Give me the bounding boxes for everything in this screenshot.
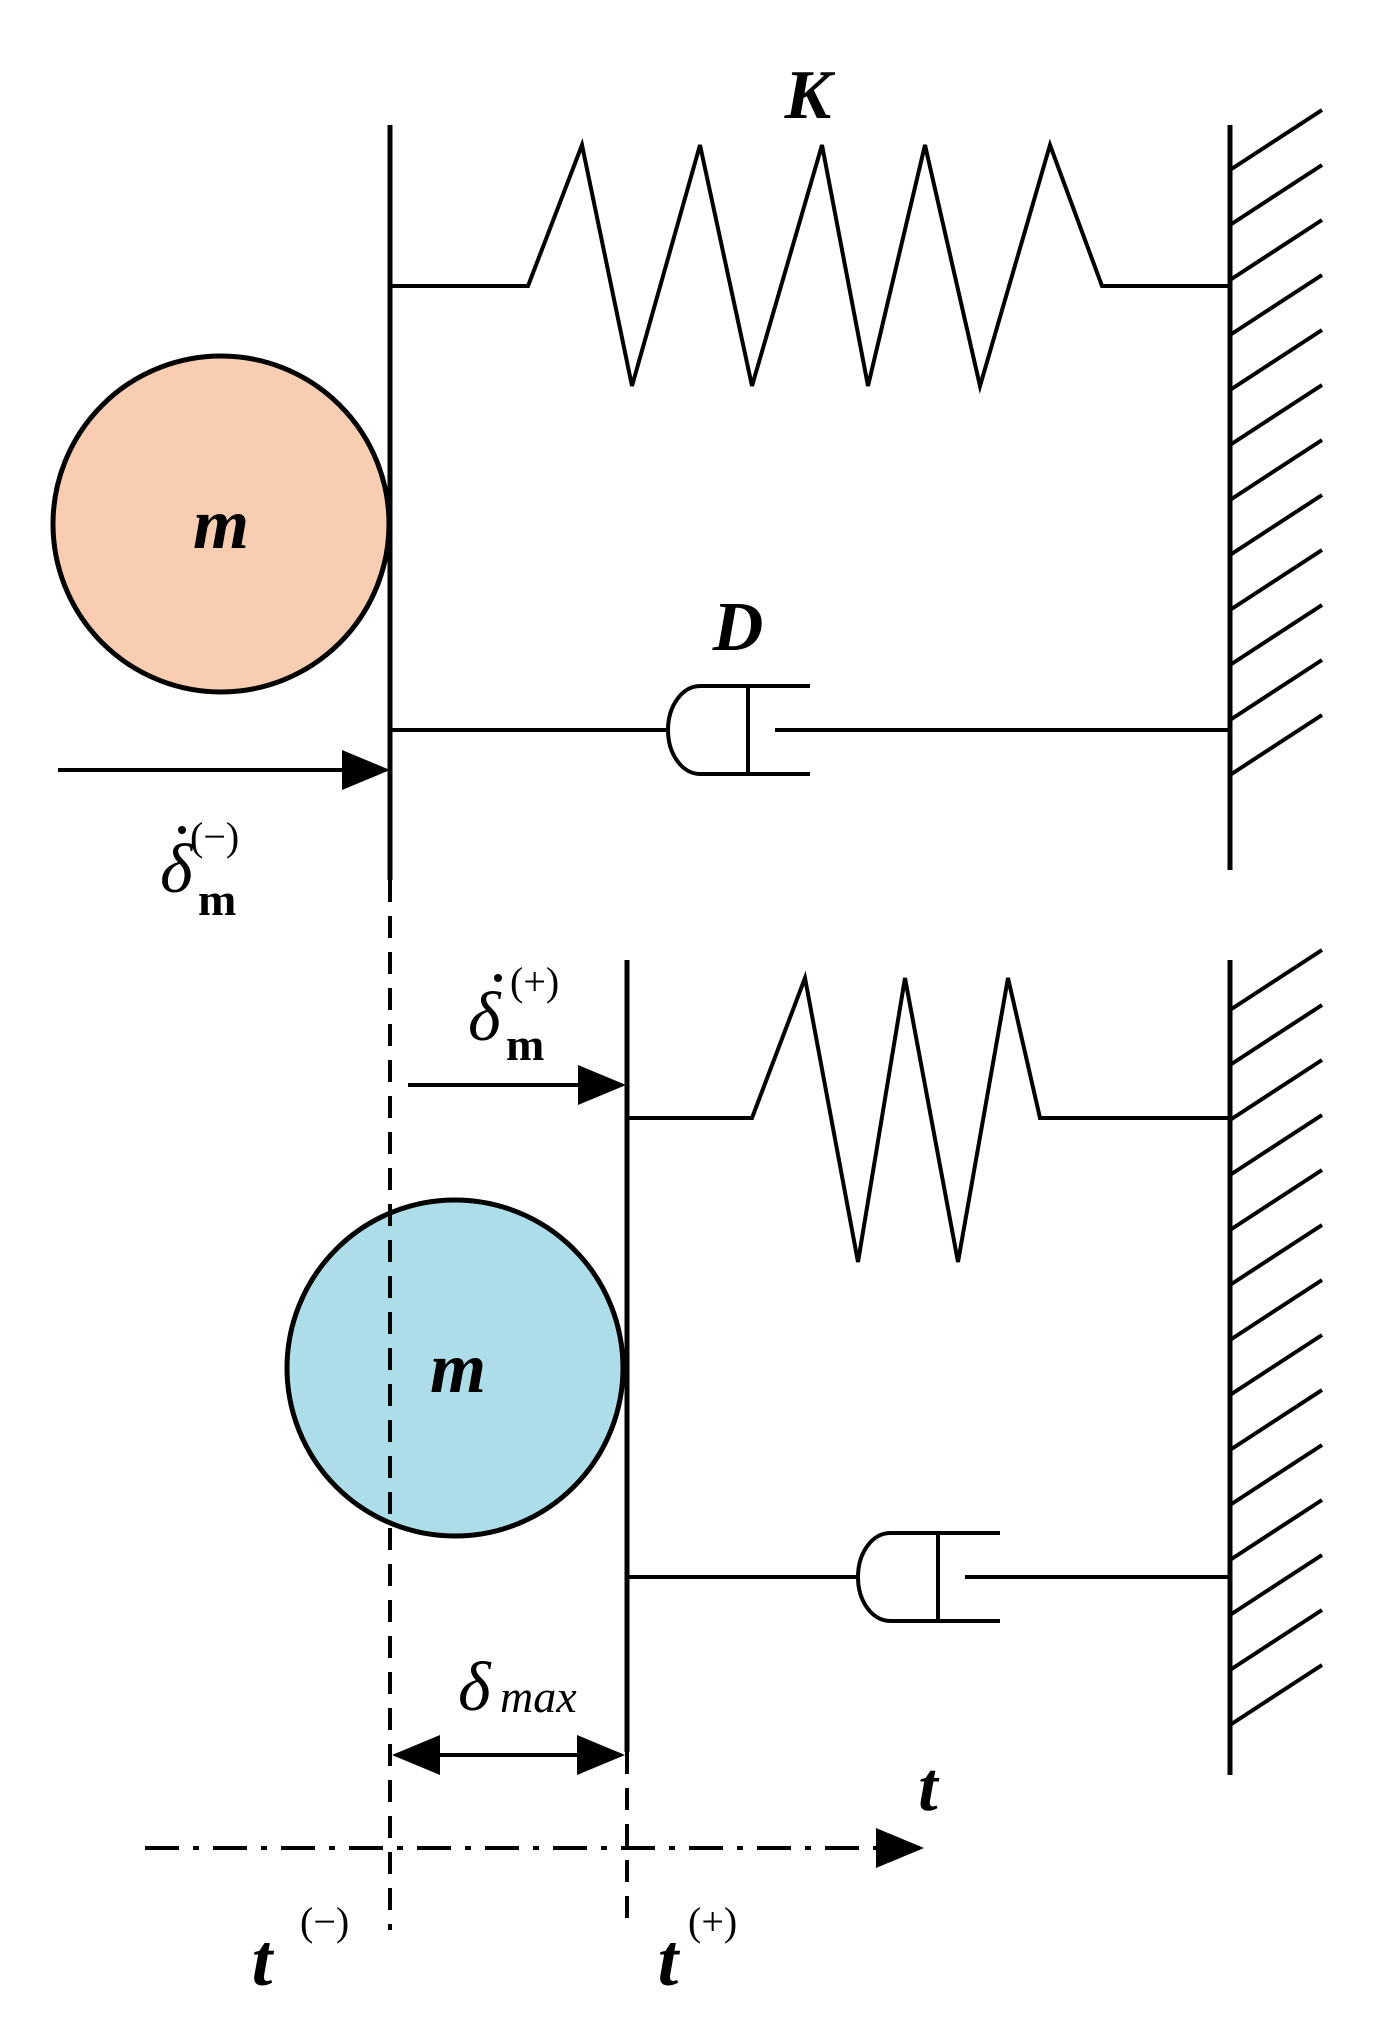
wall-hatch-line [1228, 1553, 1324, 1617]
time-before-superscript: (−) [300, 1899, 349, 1944]
velocity-after-subscript: m [506, 1019, 544, 1070]
wall-hatch-line [1228, 1113, 1324, 1177]
top-damper [390, 684, 1230, 776]
wall-hatch-line [1228, 328, 1324, 392]
bottom-wall [1227, 948, 1324, 1775]
wall-hatch-line [1228, 658, 1324, 722]
wall-hatch-line [1228, 273, 1324, 337]
bottom-spring [627, 970, 1230, 1263]
velocity-before-symbol: δ [160, 831, 194, 908]
velocity-before-label: δ m (−) [160, 814, 239, 925]
time-after-symbol: t [658, 1920, 681, 2002]
velocity-before-superscript: (−) [190, 814, 239, 859]
wall-hatch-line [1228, 1003, 1324, 1067]
wall-hatch-line [1228, 493, 1324, 557]
wall-hatch-line [1228, 1333, 1324, 1397]
wall-hatch-line [1228, 1223, 1324, 1287]
time-after-superscript: (+) [688, 1899, 737, 1944]
bottom-system: m δ m (+) [284, 948, 1324, 1775]
time-before-symbol: t [252, 1920, 275, 2002]
wall-hatch-line [1228, 713, 1324, 777]
wall-hatch-line [1228, 163, 1324, 227]
top-spring [390, 137, 1230, 394]
mass-after [284, 1197, 626, 1539]
wall-hatch-line [1228, 1388, 1324, 1452]
damping-label: D [712, 589, 764, 666]
wall-hatch-line [1228, 1168, 1324, 1232]
wall-hatch-line [1228, 383, 1324, 447]
velocity-after-label: δ m (+) [468, 959, 559, 1070]
wall-hatch-line [1228, 1443, 1324, 1507]
wall-hatch-line [1228, 218, 1324, 282]
wall-hatch-line [1228, 548, 1324, 612]
mass-before-label: m [193, 484, 249, 564]
wall-hatch-line [1228, 1663, 1324, 1727]
mass-after-label: m [430, 1328, 486, 1408]
top-system: m δ m (−) K D [50, 57, 1324, 925]
mass-before [50, 353, 392, 695]
velocity-after-symbol: δ [468, 979, 502, 1056]
wall-hatch-line [1228, 438, 1324, 502]
wall-hatch-line [1228, 108, 1324, 172]
time-axis-label: t [918, 1749, 940, 1826]
velocity-before-subscript: m [198, 874, 236, 925]
velocity-after-superscript: (+) [510, 959, 559, 1004]
wall-hatch-line [1228, 1608, 1324, 1672]
wall-hatch-line [1228, 948, 1324, 1012]
wall-hatch-line [1228, 603, 1324, 667]
bottom-wall-hatching [1228, 948, 1324, 1727]
max-displacement-symbol: δ [458, 1649, 492, 1726]
wall-hatch-line [1228, 1498, 1324, 1562]
wall-hatch-line [1228, 1278, 1324, 1342]
max-displacement-label: δ max [458, 1649, 577, 1726]
time-after-label: t (+) [658, 1899, 737, 2002]
top-wall-hatching [1228, 108, 1324, 777]
stiffness-label: K [784, 57, 836, 134]
bottom-damper [627, 1531, 1230, 1623]
top-wall [1227, 108, 1324, 870]
time-before-label: t (−) [252, 1899, 349, 2002]
max-displacement-subscript: max [500, 1671, 577, 1722]
wall-hatch-line [1228, 1058, 1324, 1122]
